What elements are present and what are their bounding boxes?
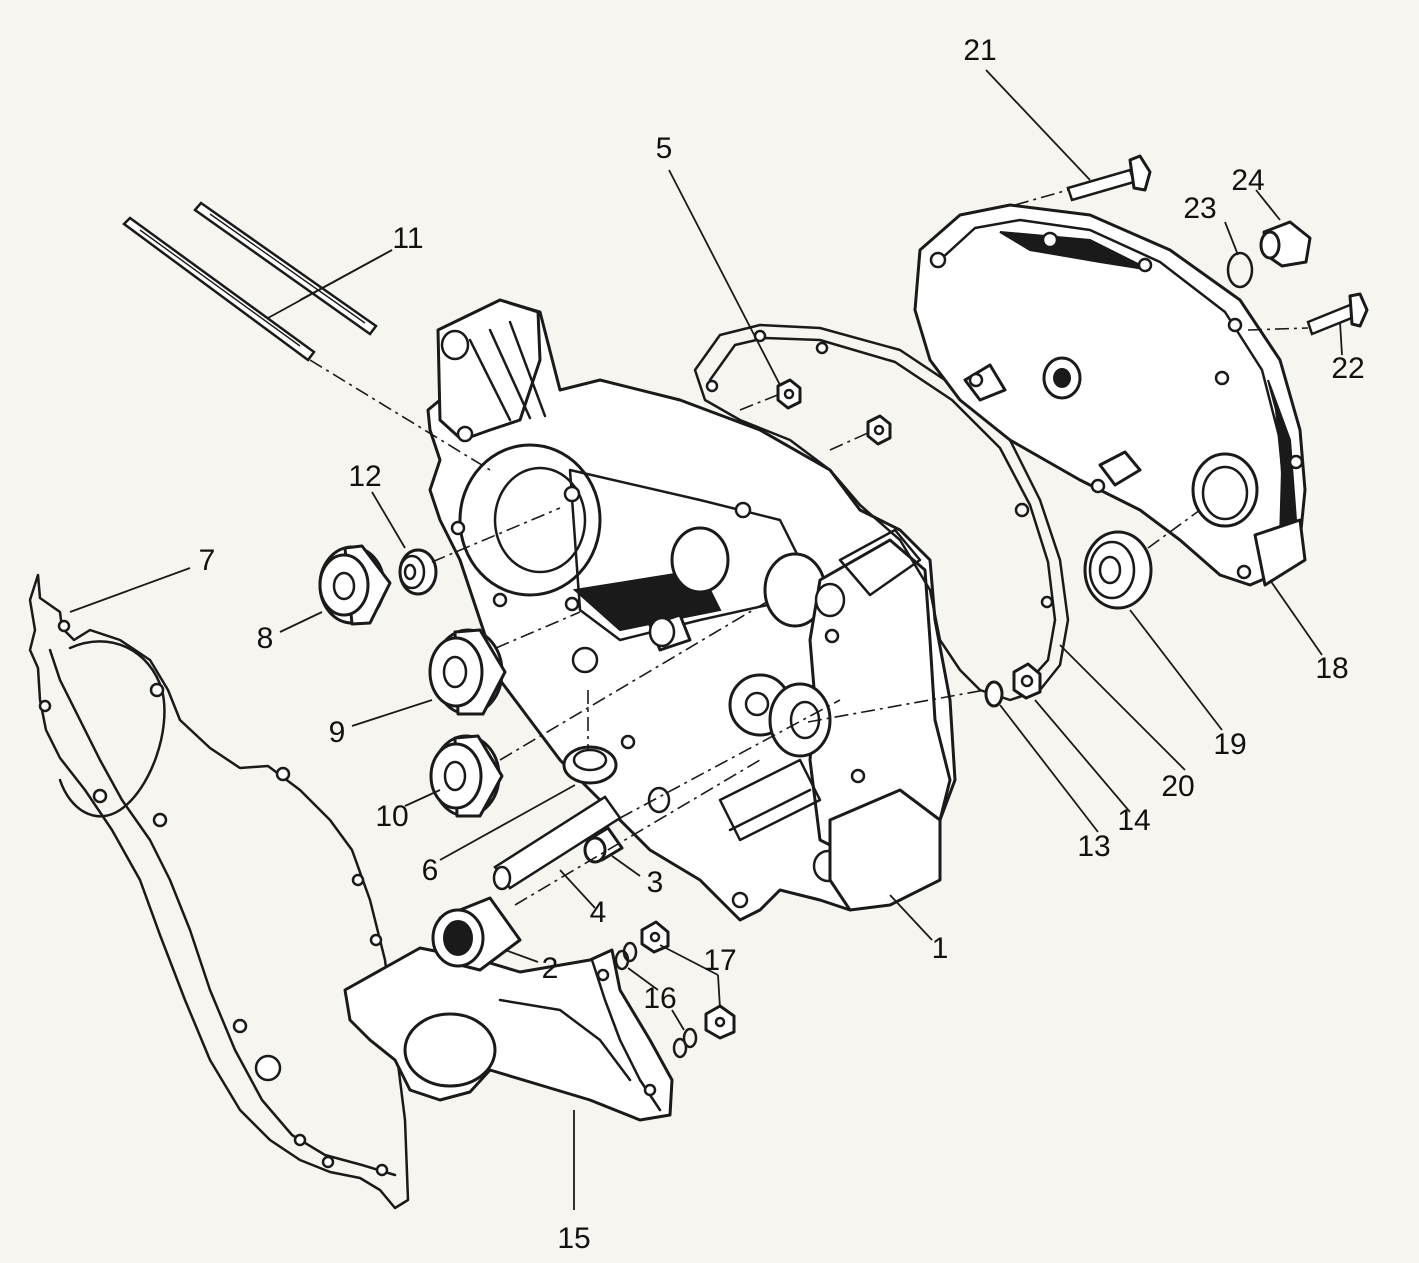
callout-20: 20 xyxy=(1161,770,1194,803)
leader-lines xyxy=(69,69,1343,1210)
callout-24: 24 xyxy=(1231,164,1264,197)
callout-1: 1 xyxy=(932,932,949,965)
callout-8: 8 xyxy=(257,622,274,655)
part-8-bearing xyxy=(318,544,392,626)
callout-23: 23 xyxy=(1183,192,1216,225)
part-19-bearing xyxy=(1083,530,1153,610)
callout-4: 4 xyxy=(590,896,607,929)
part-14-nut xyxy=(1012,662,1042,700)
part-7-left-gasket xyxy=(28,573,410,1210)
part-10-bearing xyxy=(429,734,504,818)
callout-5: 5 xyxy=(656,132,673,165)
callout-12: 12 xyxy=(348,460,381,493)
callout-6: 6 xyxy=(422,854,439,887)
callout-7: 7 xyxy=(199,544,216,577)
callout-2: 2 xyxy=(542,952,559,985)
part-23-o-ring xyxy=(1226,251,1254,289)
callout-17: 17 xyxy=(703,944,736,977)
part-24-plug xyxy=(1259,220,1312,268)
part-2-roller-bearing xyxy=(431,896,522,972)
part-3-bush xyxy=(583,826,624,864)
callout-11: 11 xyxy=(392,222,423,255)
part-22-screw xyxy=(1306,292,1369,336)
part-13-washer xyxy=(984,680,1004,708)
callout-22: 22 xyxy=(1331,352,1364,385)
part-5-nut-2 xyxy=(866,414,892,446)
part-17-nuts xyxy=(640,920,736,1040)
callout-14: 14 xyxy=(1117,804,1150,837)
callout-15: 15 xyxy=(557,1222,590,1255)
part-11-tie-rods xyxy=(122,201,378,362)
callout-3: 3 xyxy=(647,866,664,899)
part-18-right-cover xyxy=(913,203,1307,587)
part-15-lower-cover xyxy=(343,946,674,1122)
callout-labels: 21 5 24 23 11 22 12 7 8 18 9 19 20 10 14… xyxy=(199,34,1365,1255)
callout-18: 18 xyxy=(1315,652,1348,685)
callout-19: 19 xyxy=(1213,728,1246,761)
part-1-crankcase xyxy=(426,298,957,922)
callout-16: 16 xyxy=(643,982,676,1015)
part-6-oil-seal xyxy=(562,745,618,785)
callout-13: 13 xyxy=(1077,830,1110,863)
assembly-axes xyxy=(309,189,1309,906)
part-5-nut xyxy=(776,378,802,410)
part-21-screw xyxy=(1066,154,1152,202)
callout-10: 10 xyxy=(375,800,408,833)
part-12-bearing-small xyxy=(398,548,438,596)
part-9-bearing xyxy=(428,628,507,716)
callout-21: 21 xyxy=(963,34,996,67)
part-16-washers xyxy=(614,941,698,1059)
callout-9: 9 xyxy=(329,716,346,749)
